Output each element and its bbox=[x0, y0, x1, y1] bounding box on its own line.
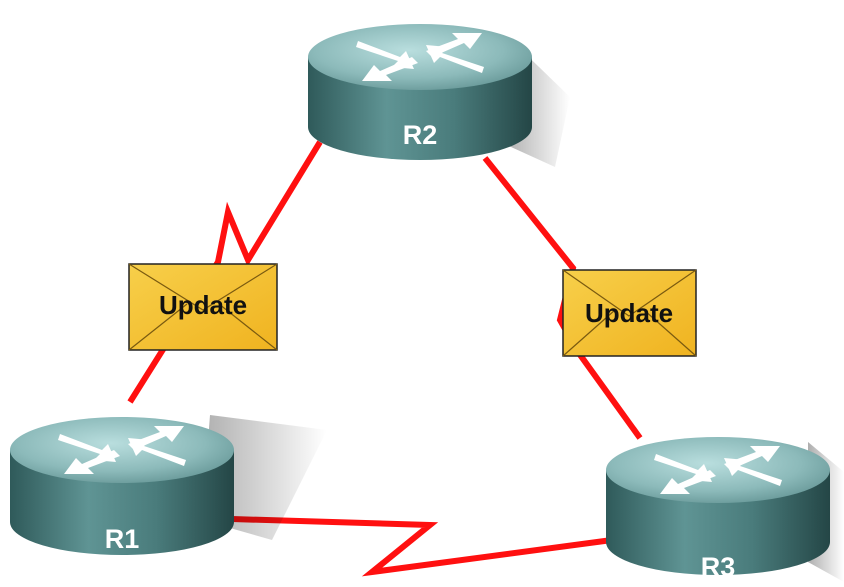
update-envelope-left[interactable]: Update bbox=[128, 263, 278, 351]
router-r3-label: R3 bbox=[701, 552, 736, 582]
update-envelope-right[interactable]: Update bbox=[562, 269, 697, 357]
router-r2-label: R2 bbox=[403, 120, 438, 150]
link-r2-r3 bbox=[482, 156, 643, 440]
router-r2[interactable]: R2 bbox=[308, 24, 570, 167]
router-arrows-icon bbox=[356, 33, 484, 81]
router-arrows-icon bbox=[654, 446, 782, 494]
update-label-left: Update bbox=[159, 290, 247, 320]
link-r1-r3 bbox=[231, 516, 613, 577]
update-label-right: Update bbox=[585, 298, 673, 328]
router-r1[interactable]: R1 bbox=[10, 415, 327, 555]
router-r1-label: R1 bbox=[105, 524, 140, 554]
router-arrows-icon bbox=[58, 426, 186, 474]
router-r3[interactable]: R3 bbox=[606, 437, 844, 582]
